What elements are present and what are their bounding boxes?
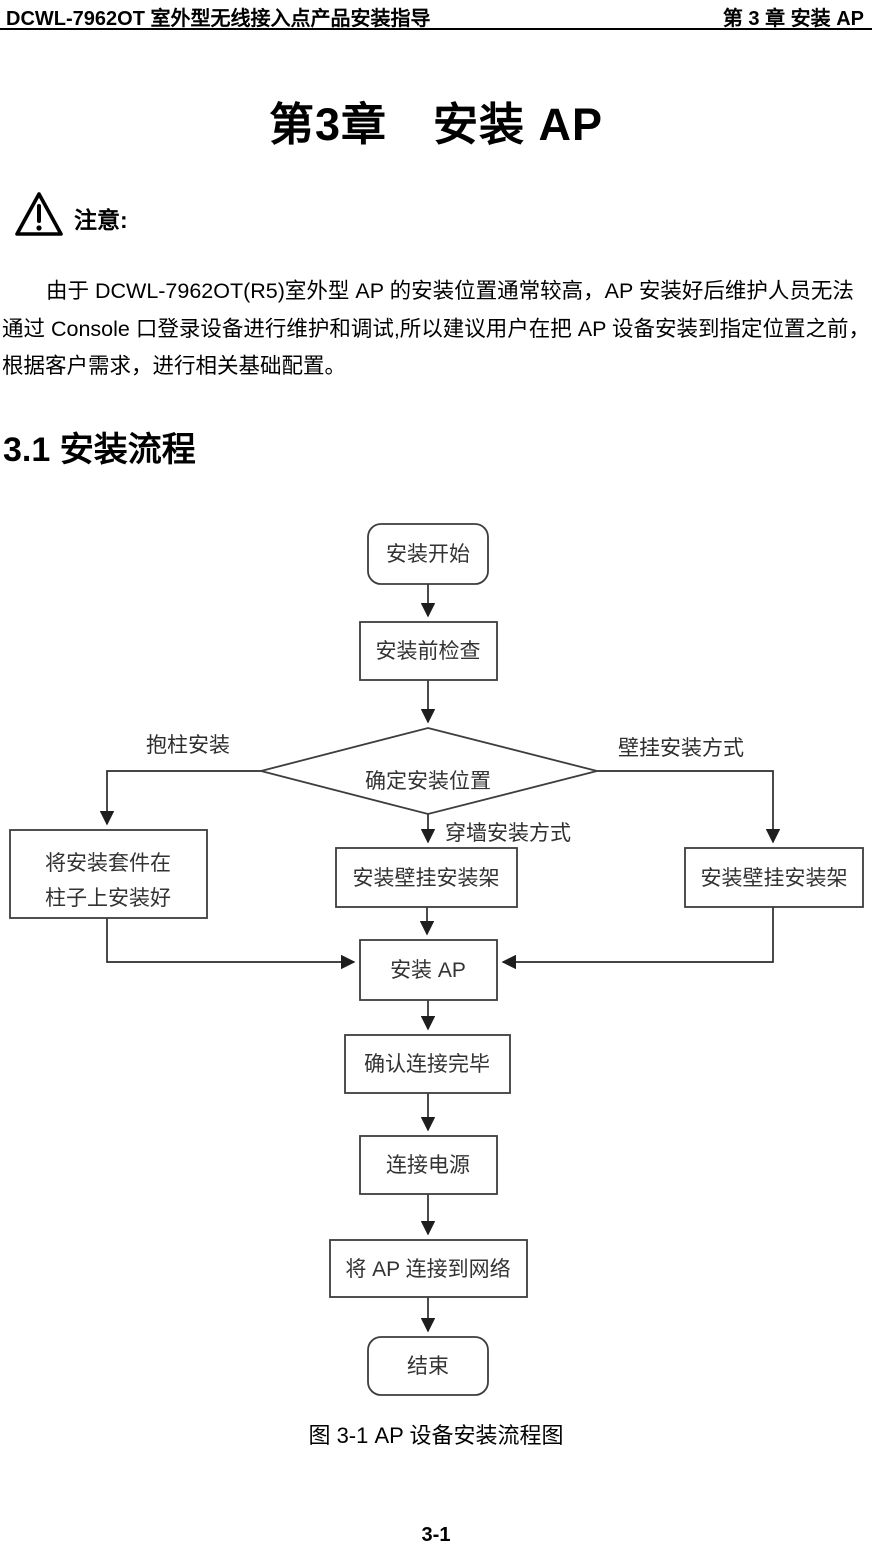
node-pole — [9, 829, 208, 919]
node-wall-mid — [335, 847, 518, 908]
notice-label: 注意: — [74, 207, 128, 233]
node-power-label: 连接电源 — [386, 1154, 470, 1177]
node-wall-mid-label: 安装壁挂安装架 — [353, 867, 500, 890]
figure-caption: 图 3-1 AP 设备安装流程图 — [308, 1423, 564, 1448]
header-left-title: DCWL-7962OT 室外型无线接入点产品安装指导 — [6, 8, 431, 30]
node-confirm-label: 确认连接完毕 — [364, 1053, 490, 1076]
node-wall-right-label: 安装壁挂安装架 — [701, 867, 848, 890]
node-start-label: 安装开始 — [386, 543, 470, 566]
edge-decision-pole — [99, 770, 261, 826]
installation-flowchart: 安装开始 安装前检查 确定安装位置 抱柱安装 壁挂安装方式 穿墙安装方式 将安装… — [9, 523, 864, 1396]
node-decision-label: 确定安装位置 — [365, 770, 491, 793]
branch-label-wall: 壁挂安装方式 — [618, 737, 744, 760]
node-confirm — [344, 1034, 511, 1094]
node-pole-label-line2: 柱子上安装好 — [45, 887, 171, 910]
section-heading: 3.1 安装流程 — [3, 431, 196, 469]
page-number: 3-1 — [421, 1524, 451, 1546]
edge-wallright-installap — [501, 907, 774, 970]
node-install-ap-label: 安装 AP — [390, 959, 466, 982]
branch-label-pole: 抱柱安装 — [146, 734, 230, 757]
node-start — [367, 523, 489, 585]
edge-pole-installap — [106, 918, 356, 970]
paragraph-line-1: 由于 DCWL-7962OT(R5)室外型 AP 的安装位置通常较高，AP 安装… — [46, 279, 854, 303]
node-decision — [260, 727, 598, 815]
node-end-label: 结束 — [407, 1355, 449, 1378]
node-network-label: 将 AP 连接到网络 — [345, 1258, 510, 1281]
paragraph-line-2: 通过 Console 口登录设备进行维护和调试,所以建议用户在把 AP 设备安装… — [2, 317, 871, 341]
warning-triangle-icon — [15, 192, 63, 236]
node-pole-label-line1: 将安装套件在 — [45, 852, 171, 875]
edge-decision-wallright — [597, 770, 781, 844]
node-network — [329, 1239, 528, 1298]
chapter-title: 第3章 安装 AP — [268, 99, 604, 150]
node-end — [367, 1336, 489, 1396]
node-wall-right — [684, 847, 864, 908]
paragraph-line-3: 根据客户需求，进行相关基础配置。 — [2, 354, 347, 378]
node-install-ap — [359, 939, 498, 1001]
node-precheck — [359, 621, 498, 681]
header-rule — [0, 28, 872, 30]
header-chapter-label: 第 3 章 安装 AP — [722, 8, 864, 30]
node-precheck-label: 安装前检查 — [376, 640, 481, 663]
node-power — [359, 1135, 498, 1195]
branch-label-through-wall: 穿墙安装方式 — [445, 822, 571, 845]
